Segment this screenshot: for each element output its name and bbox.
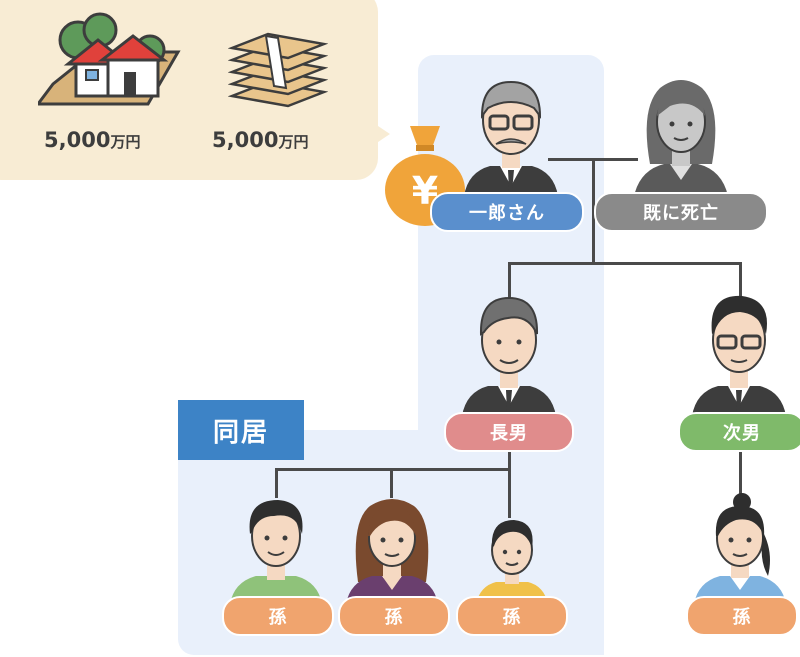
house-value-unit: 万円 xyxy=(110,133,141,151)
grandchild-1-avatar xyxy=(230,500,322,604)
asset-callout-pointer xyxy=(366,118,390,150)
grandchild-3-name-pill: 孫 xyxy=(456,596,568,636)
cash-value: 5,000万円 xyxy=(212,128,308,152)
children-bar-line xyxy=(508,262,742,265)
grandchild-2-drop xyxy=(390,468,393,498)
grandchild-2-name-pill: 孫 xyxy=(338,596,450,636)
house-value-number: 5,000 xyxy=(44,128,111,152)
grandchild-3-avatar xyxy=(476,520,548,604)
grandchild-3-drop xyxy=(508,468,511,518)
eldest-son-name-pill: 長男 xyxy=(444,412,574,452)
children-stem-line xyxy=(592,158,595,264)
second-son-drop-line xyxy=(739,262,742,298)
grandchild-4-avatar xyxy=(694,493,786,604)
cash-value-number: 5,000 xyxy=(212,128,279,152)
cash-stack-icon xyxy=(228,32,328,108)
wife-avatar xyxy=(634,80,728,196)
grandchild-2-avatar xyxy=(346,499,438,604)
second-son-avatar xyxy=(692,295,786,416)
second-son-name-pill: 次男 xyxy=(678,412,800,452)
eldest-son-drop-line xyxy=(508,262,511,298)
house-icon xyxy=(38,12,181,106)
wife-name-pill: 既に死亡 xyxy=(594,192,768,232)
grandchildren-bar-line xyxy=(275,468,511,471)
ichiro-avatar xyxy=(464,80,558,196)
eldest-son-children-stem xyxy=(508,446,511,470)
house-value: 5,000万円 xyxy=(44,128,140,152)
cohabitation-label: 同居 xyxy=(178,400,304,460)
eldest-son-avatar xyxy=(462,296,556,416)
grandchild-4-name-pill: 孫 xyxy=(686,596,798,636)
second-son-child-line xyxy=(739,446,742,498)
cash-value-unit: 万円 xyxy=(278,133,309,151)
grandchild-1-name-pill: 孫 xyxy=(222,596,334,636)
grandchild-1-drop xyxy=(275,468,278,498)
ichiro-name-pill: 一郎さん xyxy=(430,192,584,232)
